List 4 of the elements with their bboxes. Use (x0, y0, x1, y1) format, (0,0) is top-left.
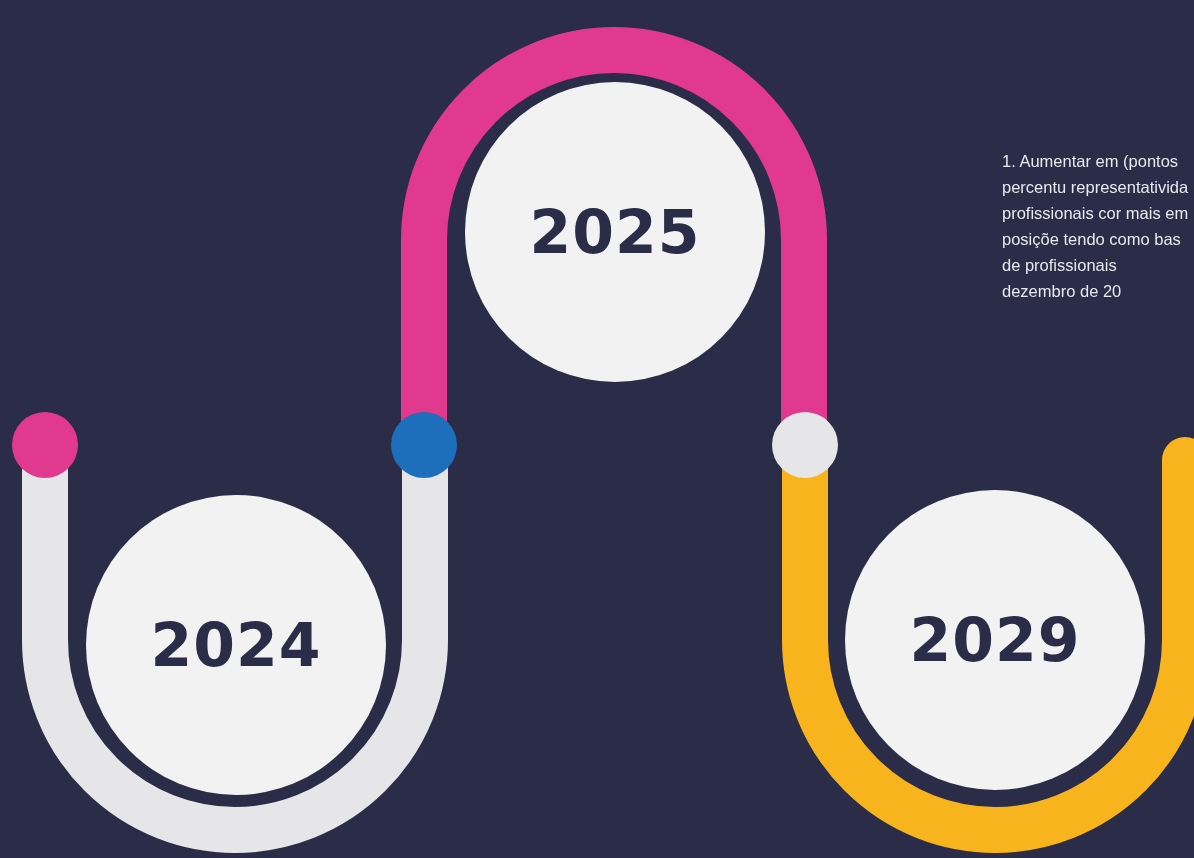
year-label: 2024 (150, 610, 322, 680)
year-label: 2029 (909, 605, 1081, 675)
year-label: 2025 (529, 197, 701, 267)
goal-text: 1. Aumentar em (pontos percentu representativida profissionais cor mais em posiçõe tendo como bas de profissionais dezembro de 20 (1002, 151, 1190, 302)
